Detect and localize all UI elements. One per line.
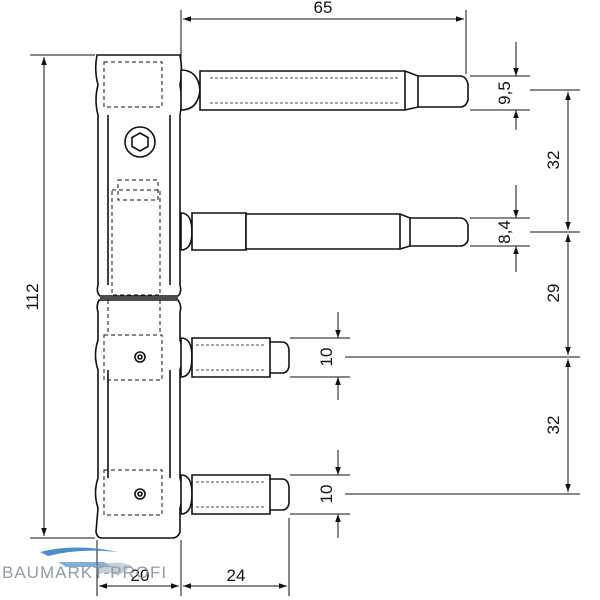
logo-swoosh-icon bbox=[40, 547, 118, 556]
dim-pin2-diameter: 8,4 bbox=[495, 220, 514, 244]
dim-top-width: 65 bbox=[314, 0, 333, 17]
dim-pitch-3-4: 32 bbox=[544, 416, 563, 435]
watermark-logo: BAUMARKT-PROFI bbox=[2, 547, 167, 582]
dim-pitch-1-2: 32 bbox=[544, 151, 563, 170]
hinge-body bbox=[94, 54, 184, 539]
pin-third bbox=[180, 337, 290, 378]
dim-body-width: 20 bbox=[131, 566, 150, 585]
dim-pitch-2-3: 29 bbox=[544, 284, 563, 303]
dim-overall-height: 112 bbox=[23, 283, 42, 310]
watermark-text: BAUMARKT-PROFI bbox=[2, 563, 167, 582]
dim-pin4-diameter: 10 bbox=[317, 485, 336, 504]
logo-shape-icon bbox=[96, 562, 132, 576]
dim-short-pin-length: 24 bbox=[227, 566, 246, 585]
pin-bottom bbox=[180, 474, 290, 515]
dim-pin1-diameter: 9,5 bbox=[495, 81, 514, 105]
dimension-lines bbox=[30, 10, 580, 596]
pin-top bbox=[180, 69, 469, 111]
pin-second bbox=[180, 212, 469, 251]
dim-pin3-diameter: 10 bbox=[317, 348, 336, 367]
